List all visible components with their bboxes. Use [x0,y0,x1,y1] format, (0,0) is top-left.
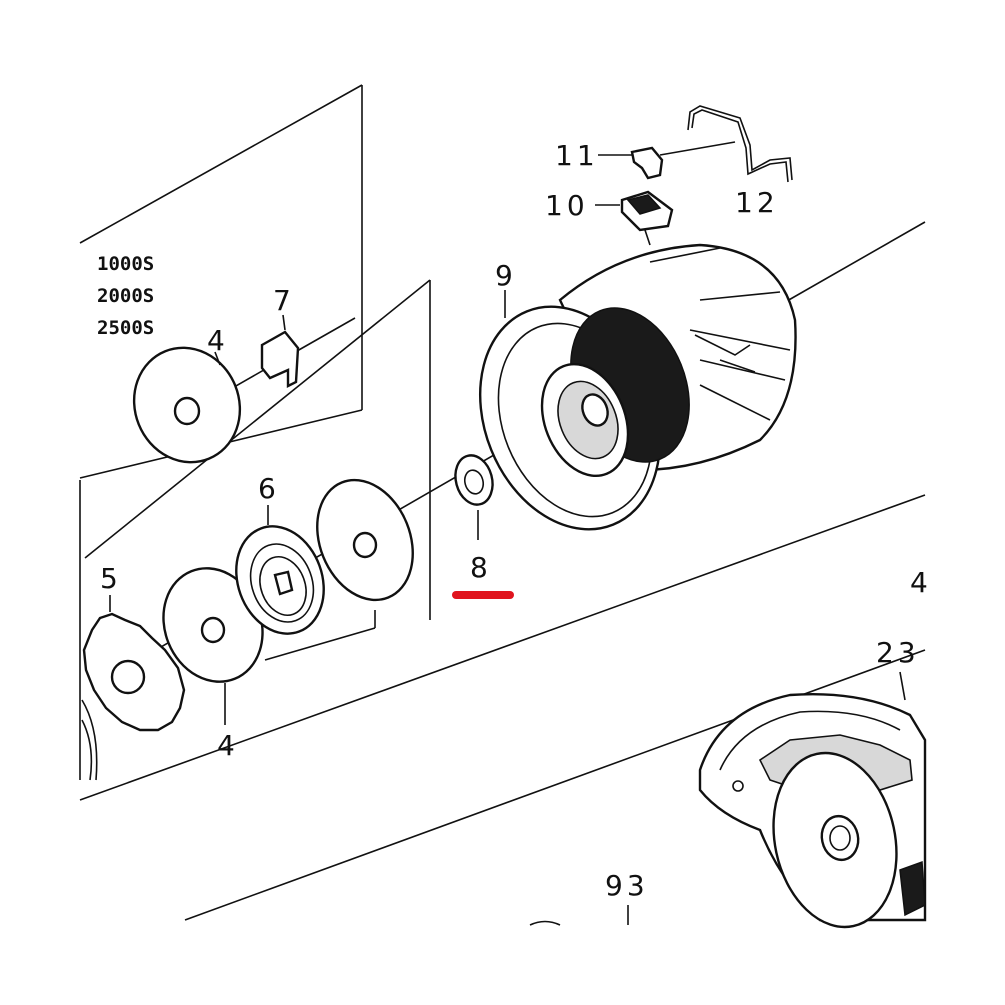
part-4-washer-upper [132,346,242,464]
model-label-2500s: 2500S [97,317,154,339]
label-part-4-upper: 4 [207,324,229,357]
label-part-6: 6 [258,472,280,505]
label-part-10: 10 [545,189,589,222]
part-8-bushing [454,454,494,540]
part-9-spool [478,243,797,531]
part-12-wire-spring [687,105,793,183]
label-part-9: 9 [495,259,517,292]
model-label-2000s: 2000S [97,285,154,307]
label-part-7: 7 [273,284,295,317]
part-11-small-clip [598,141,736,180]
part-7-clip [260,314,300,388]
label-part-11: 11 [555,139,599,172]
part-carbon-washer [316,478,414,602]
part-93-leader [529,905,629,926]
model-box: 1000S 2000S 2500S [79,84,363,479]
label-part-8: 8 [470,551,492,584]
part-6-drag-washer [235,505,325,635]
label-part-23: 23 [876,636,920,669]
part-labels: 4 7 6 5 4 8 9 10 11 12 23 93 4 [100,139,932,902]
model-label-1000s: 1000S [97,253,154,275]
label-part-93: 93 [605,869,649,902]
part-5-keyed-washer [81,595,186,781]
washer-stack-box [84,279,431,661]
label-part-4-lower: 4 [217,729,239,762]
part-23-rotor [698,671,927,929]
label-part-4-right: 4 [910,566,932,599]
label-part-5: 5 [100,562,122,595]
label-part-12: 12 [735,186,779,219]
part-10-clip-block [595,190,674,246]
part-4-washer-lower [162,567,264,725]
